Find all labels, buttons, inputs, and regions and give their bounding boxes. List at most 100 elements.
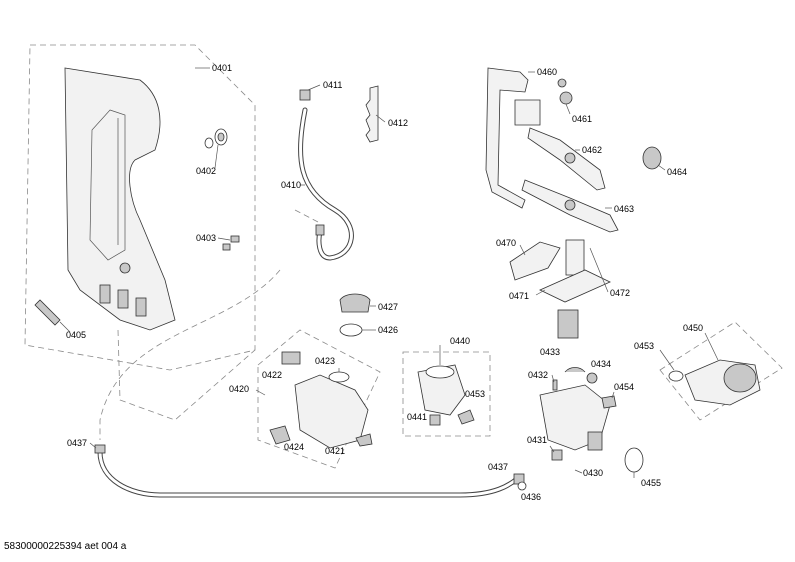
leader-0430 xyxy=(574,469,583,474)
leader-0450 xyxy=(704,332,719,361)
ring-seal-part xyxy=(204,128,228,149)
fine-filter xyxy=(565,239,585,276)
clip-part-0460 xyxy=(557,78,567,88)
callout-label: 0461 xyxy=(572,114,592,124)
leader-0402 xyxy=(214,144,219,169)
leader-lines xyxy=(59,67,719,478)
hose-end-fitting xyxy=(315,224,325,236)
drain-hose-clamp-left xyxy=(94,444,106,454)
callout-label: 0455 xyxy=(641,478,661,488)
leader-0431 xyxy=(549,445,555,453)
callout-label: 0433 xyxy=(540,347,560,357)
drain-pump-part xyxy=(668,359,761,406)
leader-0454 xyxy=(611,391,615,399)
spray-arm-support-part xyxy=(485,67,541,209)
callout-label: 0422 xyxy=(262,370,282,380)
side-panel-port-3 xyxy=(135,297,147,317)
leader-0453b xyxy=(659,349,675,371)
callout-label: 0436 xyxy=(521,492,541,502)
clip-part xyxy=(34,299,61,326)
callout-label: 0471 xyxy=(509,291,529,301)
spray-arm-support-frame xyxy=(485,67,529,209)
fitting-b xyxy=(222,243,231,251)
filter-system-part xyxy=(509,239,611,339)
callout-label: 0437 xyxy=(67,438,87,448)
leader-0470 xyxy=(519,244,526,256)
callout-label: 0424 xyxy=(284,442,304,452)
callout-label: 0402 xyxy=(196,166,216,176)
callout-label: 0420 xyxy=(229,384,249,394)
side-panel-channel xyxy=(89,109,126,261)
heat-pump-ring xyxy=(425,365,455,379)
side-panel-knob xyxy=(119,262,131,274)
drain-hose-ring-0436 xyxy=(517,481,527,491)
callout-label: 0403 xyxy=(196,233,216,243)
drain-hose-part xyxy=(94,444,527,498)
callout-label: 0423 xyxy=(315,356,335,366)
spray-head-part xyxy=(642,146,662,170)
sump-body xyxy=(294,374,369,449)
cap-part-0427 xyxy=(339,293,371,313)
callout-label: 0431 xyxy=(527,435,547,445)
callout-label: 0437 xyxy=(488,462,508,472)
callout-label: 0405 xyxy=(66,330,86,340)
callout-label: 0427 xyxy=(378,302,398,312)
leader-0411 xyxy=(307,84,321,91)
callout-label: 0453 xyxy=(634,341,654,351)
callout-label: 0470 xyxy=(496,238,516,248)
spray-arm-hub-lower xyxy=(564,199,576,211)
callout-label: 0432 xyxy=(528,370,548,380)
callout-label: 0410 xyxy=(281,180,301,190)
side-panel-port-1 xyxy=(99,284,111,304)
ring-seal-small xyxy=(204,137,214,149)
group-outline-heater-pump xyxy=(402,351,491,437)
drain-hose-inner xyxy=(98,450,520,497)
callout-label: 0454 xyxy=(614,382,634,392)
leader-0461 xyxy=(565,103,571,115)
pump-sump-part-0434 xyxy=(586,372,598,384)
side-panel-body xyxy=(64,67,176,331)
drain-pump-motor xyxy=(723,363,757,393)
sump-fitting-0424 xyxy=(269,425,291,445)
callout-label: 0464 xyxy=(667,167,687,177)
leader-0412 xyxy=(375,114,386,123)
fitting-a xyxy=(230,235,240,243)
leader-0472 xyxy=(589,247,609,293)
callout-label: 0453 xyxy=(465,389,485,399)
flat-filter xyxy=(539,269,611,303)
pump-sump-part-0454 xyxy=(601,395,617,409)
callout-label: 0430 xyxy=(583,468,603,478)
leader-0420 xyxy=(255,389,266,396)
group-outline-hose-route xyxy=(117,329,256,421)
side-panel-part xyxy=(64,67,176,331)
spray-arm-support-top xyxy=(514,99,541,126)
pump-sump-part-0432 xyxy=(552,379,558,391)
drain-pump-ring-0453 xyxy=(668,370,684,382)
bracket-part xyxy=(365,85,379,143)
callout-label: 0426 xyxy=(378,325,398,335)
inlet-hose-part xyxy=(298,89,354,261)
callout-label: 0450 xyxy=(683,323,703,333)
pump-sump-part xyxy=(539,367,617,461)
callout-label: 0412 xyxy=(388,118,408,128)
leader-0471 xyxy=(535,289,546,296)
callout-label: 0472 xyxy=(610,288,630,298)
callout-label: 0460 xyxy=(537,67,557,77)
heat-pump-part xyxy=(417,364,475,426)
sump-heater-part xyxy=(269,351,373,449)
inlet-hose-inner xyxy=(299,108,353,260)
group-outline-hose-route-2 xyxy=(294,209,319,223)
sump-clip-0421 xyxy=(355,433,373,447)
drain-hose-outer xyxy=(97,449,521,498)
group-outline-drain-pump xyxy=(659,321,783,421)
leader-0432 xyxy=(551,374,555,383)
ring-seal-inner xyxy=(217,132,225,142)
sump-ring-0423 xyxy=(328,371,350,383)
connector-part-0455 xyxy=(624,447,644,473)
callout-label: 0401 xyxy=(212,63,232,73)
nut-part-0461 xyxy=(559,91,573,105)
coarse-filter xyxy=(557,309,579,339)
leader-0403 xyxy=(217,237,231,241)
hose-clamp-top xyxy=(299,89,311,101)
